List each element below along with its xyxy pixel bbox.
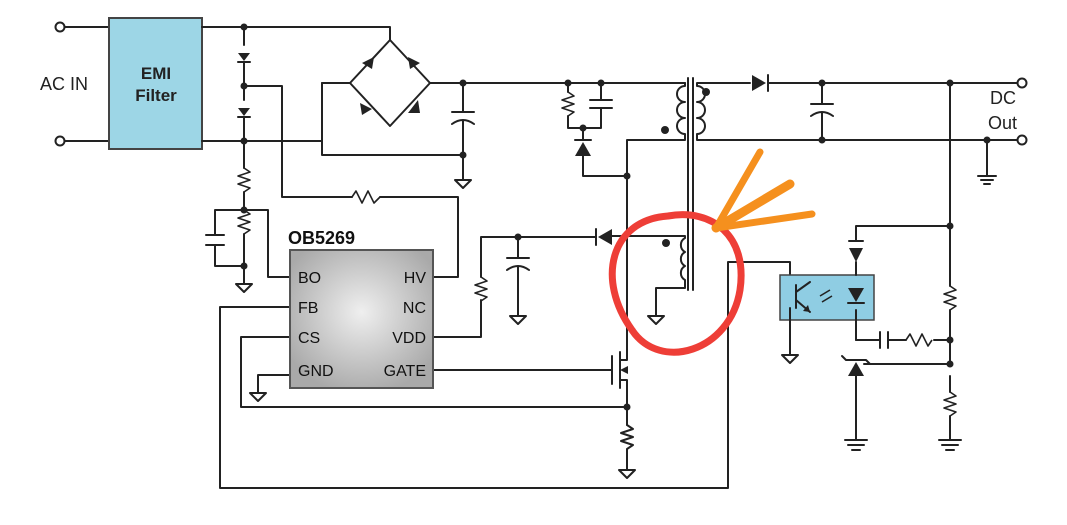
controller-ic: OB5269 BO FB CS GND HV NC VDD GATE — [288, 228, 434, 389]
ground-icon — [235, 283, 253, 293]
ground-icon — [647, 315, 665, 325]
pin-nc: NC — [403, 300, 426, 317]
dc-terminal-minus — [1016, 134, 1028, 146]
ic-name: OB5269 — [288, 228, 355, 248]
ic-body — [289, 249, 434, 389]
highlight-annotation — [608, 148, 816, 356]
dc-label: DC — [990, 88, 1016, 108]
ground-icon — [454, 179, 472, 189]
pin-bo: BO — [298, 270, 321, 287]
vdd-supply — [432, 228, 612, 338]
pin-gate: GATE — [384, 363, 426, 380]
ground-icon — [618, 469, 636, 479]
bridge-rectifier — [321, 39, 686, 189]
pin-vdd: VDD — [392, 330, 426, 347]
transformer — [611, 77, 988, 351]
startup-diodes — [237, 23, 459, 278]
ac-in-label: AC IN — [40, 74, 88, 94]
ac-terminal-top — [54, 21, 66, 33]
mosfet-switch — [240, 336, 636, 479]
ground-icon — [509, 315, 527, 325]
ac-terminal-bottom — [54, 135, 66, 147]
ac-input: AC IN — [40, 21, 110, 147]
dc-terminal-plus — [1016, 77, 1028, 89]
pin-hv: HV — [404, 270, 427, 287]
out-label: Out — [988, 113, 1017, 133]
hv-resistor — [351, 190, 381, 204]
emi-label-line2: Filter — [135, 86, 177, 105]
emi-label-line1: EMI — [141, 64, 171, 83]
secondary-feedback — [841, 82, 962, 451]
output-stage: DC Out — [752, 74, 1028, 185]
pin-gnd: GND — [298, 363, 334, 380]
arrow-icon — [711, 148, 816, 233]
pin-cs: CS — [298, 330, 320, 347]
highlight-circle-icon — [608, 211, 745, 356]
brownout-divider — [205, 140, 291, 293]
optocoupler — [779, 261, 875, 364]
emi-filter: EMI Filter — [108, 17, 203, 150]
pin-fb: FB — [298, 300, 318, 317]
rcd-snubber — [561, 79, 628, 177]
